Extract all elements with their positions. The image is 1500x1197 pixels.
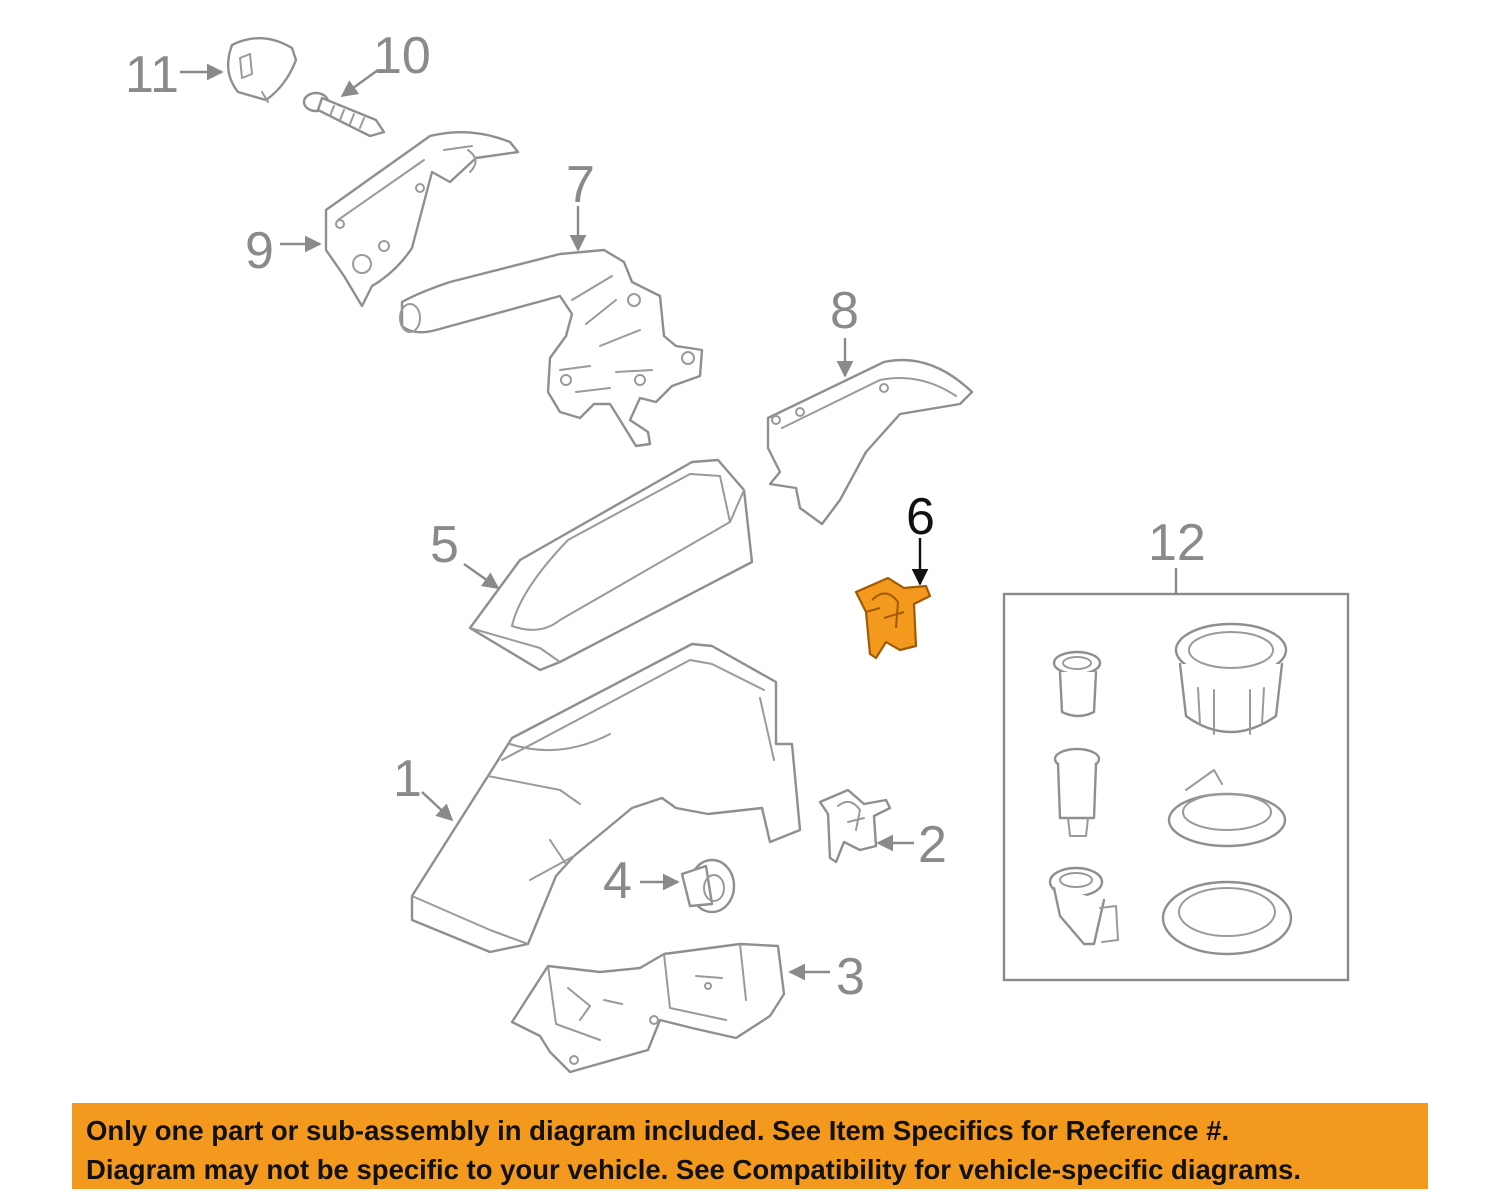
part-1-console: [410, 642, 802, 954]
part-7-brake-lever: [399, 248, 704, 448]
leader-5: [463, 563, 500, 589]
callout-6: 6: [906, 488, 935, 546]
callout-8: 8: [830, 282, 859, 340]
part-6-clip-highlighted: [854, 576, 932, 660]
part-10-screw: [302, 91, 386, 138]
callout-1: 1: [393, 750, 422, 808]
part-9-lever-cover: [324, 130, 520, 308]
callout-3: 3: [836, 948, 865, 1006]
part-4-grommet: [680, 858, 736, 914]
part-2-clip: [818, 788, 892, 864]
part-11-cap: [226, 36, 298, 103]
part-8-trim: [766, 358, 974, 526]
callout-11: 11: [125, 46, 179, 104]
callout-7: 7: [566, 156, 595, 214]
part-5-console-top: [468, 458, 754, 672]
notice-banner: Only one part or sub-assembly in diagram…: [72, 1103, 1428, 1189]
callout-4: 4: [603, 852, 632, 910]
callout-2: 2: [918, 816, 947, 874]
part-3-bracket: [510, 942, 786, 1074]
callout-12: 12: [1148, 514, 1206, 572]
callout-5: 5: [430, 516, 459, 574]
part-12-bezel-ring: [1161, 880, 1293, 956]
part-12-cup-holder-large: [1174, 622, 1288, 735]
part-12-socket: [1053, 747, 1101, 837]
leader-10: [340, 69, 379, 97]
part-12-kit-box: [1002, 592, 1350, 982]
notice-line-1: Only one part or sub-assembly in diagram…: [86, 1115, 1230, 1146]
leader-1: [421, 791, 454, 822]
notice-line-2: Diagram may not be specific to your vehi…: [86, 1154, 1301, 1185]
part-12-insert-b: [1048, 866, 1119, 946]
part-12-cup-ring: [1167, 769, 1287, 848]
part-12-insert-a: [1052, 650, 1102, 718]
callout-9: 9: [245, 222, 274, 280]
callout-10: 10: [373, 27, 431, 85]
